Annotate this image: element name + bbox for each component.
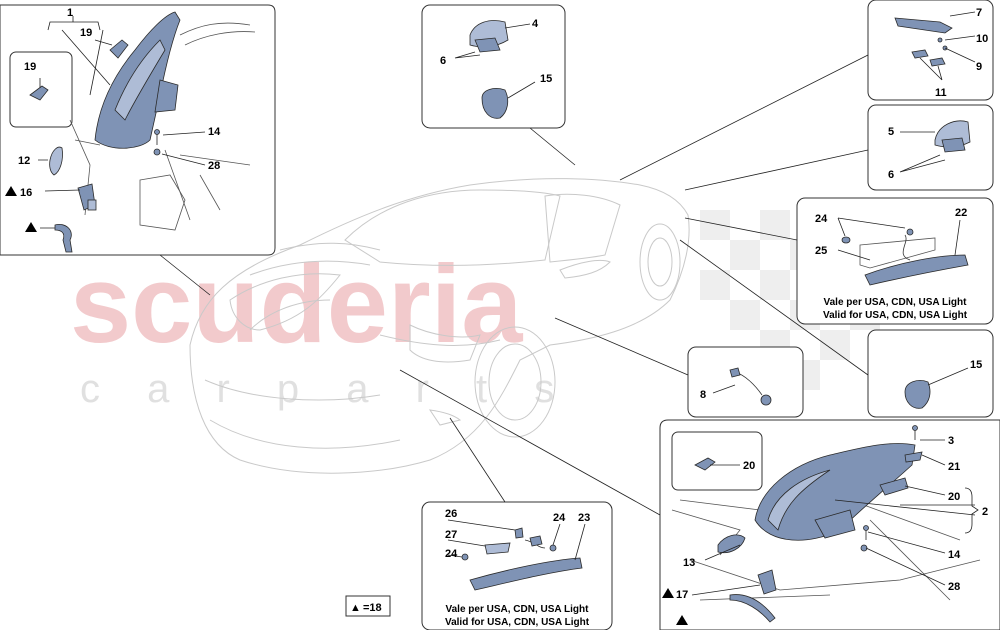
panel-headlight-right: 20 3 21 20 2 13 14 28 17 (659, 419, 1000, 630)
bracket-20 (879, 477, 909, 496)
panel-mid: 8 (687, 346, 804, 418)
br-label-13: 13 (683, 557, 695, 569)
part-15 (481, 88, 509, 119)
part-12 (49, 146, 63, 176)
tm-label-4: 4 (532, 18, 539, 30)
mid-label-8: 8 (700, 389, 706, 401)
bm-note-2: Valid for USA, CDN, USA Light (445, 617, 590, 628)
part-11a (911, 49, 929, 59)
part-22-reflector (864, 254, 969, 286)
br-label-28: 28 (948, 581, 960, 593)
part-23-reflector (469, 557, 583, 591)
tl-label-28: 28 (208, 160, 220, 172)
bm-label-26: 26 (445, 508, 457, 520)
r2-label-5: 5 (888, 126, 894, 138)
tr-label-10: 10 (976, 33, 988, 45)
part-7 (894, 17, 953, 34)
car-outline (189, 178, 690, 474)
br-label-2: 2 (982, 506, 988, 518)
br-label-20b: 20 (948, 491, 960, 503)
br-label-21: 21 (948, 461, 960, 473)
legend-text: =18 (363, 602, 382, 614)
r4-label-15: 15 (970, 359, 982, 371)
sub-box-20 (671, 431, 763, 491)
r2-label-6: 6 (888, 169, 894, 181)
legend-symbol: ▲ (350, 602, 361, 614)
panel-top-right: 7 10 9 11 (867, 0, 994, 101)
panel-right-3: 24 25 22 Vale per USA, CDN, USA Light Va… (796, 197, 994, 325)
tl-label-14: 14 (208, 126, 221, 138)
part-17 (757, 569, 777, 595)
tr-label-7: 7 (976, 7, 982, 19)
tm-label-6: 6 (440, 55, 446, 67)
tm-label-15: 15 (540, 73, 552, 85)
r3-note-2: Valid for USA, CDN, USA Light (823, 310, 968, 321)
part-13 (717, 534, 746, 554)
part-24-grommet (841, 236, 851, 244)
part-27 (484, 542, 511, 555)
r3-note-1: Vale per USA, CDN, USA Light (824, 297, 968, 308)
bm-label-27: 27 (445, 529, 457, 541)
panel-top-mid: 4 6 15 (421, 4, 566, 129)
panel-right-4: 15 (867, 329, 994, 418)
panel-headlight-left: 1 19 19 12 16 14 28 (0, 4, 276, 256)
tl-label-19b: 19 (24, 61, 36, 73)
br-label-20a: 20 (743, 460, 755, 472)
triangle-marker (662, 588, 674, 598)
bracket-20-inset (694, 457, 716, 471)
r3-label-25: 25 (815, 245, 827, 257)
connector-8 (760, 394, 772, 406)
bracket-19 (109, 39, 129, 59)
part-15b (904, 380, 931, 409)
tl-label-19a: 19 (80, 27, 92, 39)
triangle-marker (25, 222, 37, 232)
bm-label-23: 23 (578, 512, 590, 524)
tl-label-16: 16 (20, 187, 32, 199)
triangle-marker (676, 615, 688, 625)
br-label-17: 17 (676, 589, 688, 601)
bm-note-1: Vale per USA, CDN, USA Light (446, 604, 590, 615)
hose-part (54, 223, 73, 253)
bracket-19-inset (29, 85, 49, 101)
r3-label-22: 22 (955, 207, 967, 219)
triangle-marker (5, 186, 17, 196)
legend: ▲ =18 (345, 595, 391, 617)
br-label-3: 3 (948, 435, 954, 447)
tl-label-1: 1 (67, 7, 73, 19)
br-label-14: 14 (948, 549, 961, 561)
panel-bottom-mid: 26 27 24 24 23 Vale per USA, CDN, USA Li… (421, 501, 613, 630)
tl-label-12: 12 (18, 155, 30, 167)
bm-label-24a: 24 (445, 548, 458, 560)
watermark-sub: c a r p a r t s (80, 367, 572, 411)
panel-right-2: 5 6 (867, 104, 994, 191)
part-11b (929, 57, 946, 67)
tr-label-9: 9 (976, 61, 982, 73)
bm-label-24b: 24 (553, 512, 566, 524)
r3-label-24: 24 (815, 213, 828, 225)
tr-label-11: 11 (935, 87, 947, 99)
